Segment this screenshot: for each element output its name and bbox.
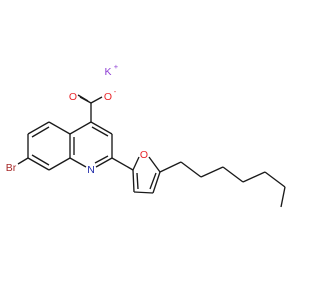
bond-layer [17, 94, 286, 208]
carboxyl-oxygen-anion: O - [104, 87, 117, 103]
bond-c7-c8-a [27, 157, 50, 171]
bond-c4-c3-b [91, 126, 109, 137]
bond-c2-n-b [94, 155, 109, 164]
bond-heptyl-4 [222, 166, 244, 183]
atom-label-layer: K + O O - Br N O [6, 62, 148, 176]
potassium-charge: + [114, 62, 119, 71]
bond-c5-c6-b [31, 126, 50, 138]
bond-c4a-c5 [48, 121, 71, 135]
carboxyl-oxygen-charge: - [114, 87, 117, 96]
bond-c2-furan [111, 157, 134, 171]
bond-c5-c6-a [27, 121, 50, 135]
carboxyl-oxygen-single: O [104, 91, 112, 103]
bond-c7-br [17, 157, 29, 165]
bond-furan-c4-c3 [133, 191, 154, 194]
bond-furan-c5-c4-b [149, 172, 157, 190]
bond-furan-c5-c4-a [152, 171, 161, 194]
bond-furan-o-c5 [148, 156, 161, 173]
bond-c4-c4a [69, 121, 92, 135]
bond-c7-c8-b [31, 154, 50, 166]
potassium-cation: K + [104, 62, 118, 78]
carboxyl-oxygen-double: O [69, 91, 77, 103]
bond-heptyl-1 [159, 161, 182, 173]
bromine-atom: Br [6, 162, 17, 174]
structure-diagram: K + O O - Br N O [6, 62, 286, 208]
bond-heptyl-6 [264, 171, 286, 188]
bond-c2-n-a [95, 157, 113, 168]
molecule-canvas: K + O O - Br N O [5, 61, 286, 208]
bond-n-c8a [69, 157, 87, 168]
bond-ccarboxyl-o-single [90, 96, 103, 104]
bond-c4-c3-a [90, 121, 113, 135]
bond-furan-c2-o [132, 156, 140, 171]
bond-heptyl-2 [180, 161, 202, 178]
bond-heptyl-5 [242, 171, 266, 183]
bond-heptyl-3 [200, 166, 224, 178]
bond-c8-c8a [48, 157, 71, 171]
bond-furan-c3-c2-a [132, 169, 135, 193]
quinoline-nitrogen: N [87, 164, 95, 176]
bond-furan-c3-c2-b [136, 172, 139, 190]
furan-oxygen: O [140, 149, 148, 161]
bond-ccarboxyl-o-double-b [77, 94, 89, 102]
bond-heptyl-7 [280, 186, 286, 208]
potassium-symbol: K [104, 66, 111, 78]
